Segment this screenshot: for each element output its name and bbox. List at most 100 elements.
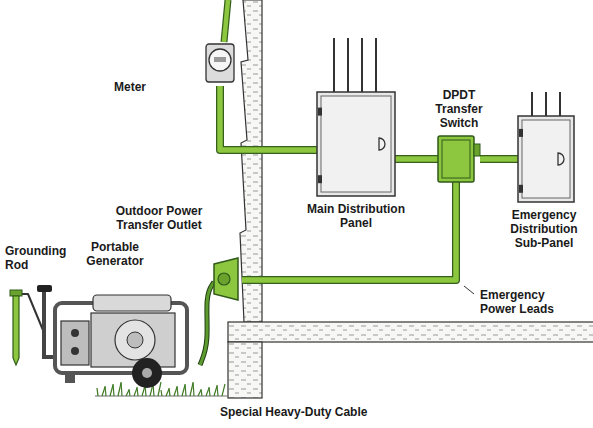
conduit-pipe: [480, 159, 518, 160]
hinge: [519, 185, 523, 193]
rod-clamp: [10, 290, 22, 296]
grass-blade: [97, 388, 98, 396]
switch-handle: [474, 144, 480, 156]
meter-node: Meter: [198, 40, 242, 86]
conduit: [361, 38, 363, 92]
service-mast: [224, 0, 228, 42]
panel-drawing: [518, 116, 574, 202]
conduit-pipe-outline: [220, 86, 317, 150]
node-label: Outdoor Power Transfer Outlet: [110, 204, 208, 232]
service-mast: [224, 0, 228, 42]
hinge: [318, 175, 322, 183]
wheel: [132, 358, 162, 388]
node-label: Meter: [100, 80, 160, 94]
wheel-hub: [142, 368, 152, 378]
node-label: Emergency Distribution Sub-Panel: [498, 208, 590, 250]
grass-blade: [113, 384, 114, 396]
grass: [97, 382, 225, 396]
grass-blade: [198, 390, 201, 396]
panel-receptacle: [71, 329, 79, 337]
grass-blade: [206, 388, 209, 396]
grass-blade: [214, 386, 217, 396]
conduit-pipe-outline: [480, 155, 518, 163]
conduit: [545, 92, 547, 116]
switch-node: DPDT Transfer Switch: [438, 136, 480, 182]
part-label: Emergency Power Leads: [478, 288, 582, 316]
conduit-pipe-fill: [395, 156, 438, 162]
rod-node: Grounding Rod: [10, 290, 22, 365]
grass-blade: [217, 385, 218, 396]
ground-rod: [13, 296, 19, 365]
grass-blade: [174, 387, 177, 396]
grass-blade: [118, 383, 121, 396]
part-label: Special Heavy-Duty Cable: [218, 405, 388, 419]
power-cable-outline: [200, 282, 214, 365]
generator-foot: [65, 371, 75, 383]
conduit-pipe: [395, 159, 438, 160]
engine-hub: [127, 332, 143, 348]
fuel-tank: [93, 295, 171, 311]
conduit-pipe-outline: [395, 155, 438, 163]
power-cable: [200, 282, 214, 365]
grass-blade: [193, 382, 194, 396]
grass-blade: [102, 387, 105, 396]
grass-blade: [158, 382, 161, 396]
generator-frame: [55, 303, 187, 373]
grass-blade: [110, 385, 113, 396]
conduit: [375, 38, 377, 92]
panel-drawing: [317, 92, 395, 196]
conduit: [347, 38, 349, 92]
hinge: [318, 108, 322, 116]
grass-blade: [222, 384, 225, 396]
outlet-box: [214, 258, 238, 300]
rod-drawing: [10, 290, 22, 365]
node-label: DPDT Transfer Switch: [428, 88, 490, 130]
conduit: [531, 92, 533, 116]
door-handle: [558, 153, 564, 165]
generator-node: Portable Generator: [35, 285, 200, 390]
node-label: Grounding Rod: [3, 244, 69, 272]
grass-blade: [121, 382, 122, 396]
handle-grip: [37, 285, 52, 292]
engine-fan: [115, 320, 155, 360]
conduit: [333, 38, 335, 92]
engine-body: [91, 313, 175, 367]
ground-wire-outline: [22, 294, 45, 335]
node-label: Main Distribution Panel: [300, 202, 412, 230]
door-handle: [379, 138, 385, 150]
grass-blade: [166, 389, 169, 396]
conduit-pipe: [220, 86, 317, 150]
foundation: [228, 342, 262, 398]
panel-node: Main Distribution Panel: [317, 92, 395, 196]
grass-blade: [185, 384, 186, 396]
grass-blade: [209, 387, 210, 396]
ground-wire: [22, 294, 45, 335]
meter-dial: [214, 57, 226, 62]
grass-blade: [190, 383, 193, 396]
grass-blade: [177, 386, 178, 396]
meter-drawing: [198, 40, 242, 86]
outlet-node: Outdoor Power Transfer Outlet: [210, 258, 242, 300]
grass-blade: [169, 388, 170, 396]
panel-door: [522, 120, 570, 198]
hinge: [519, 129, 523, 137]
meter-glass: [209, 49, 231, 71]
conduit-pipe-fill: [220, 86, 317, 150]
power-cable-fill: [200, 282, 214, 365]
switch-drawing: [438, 136, 480, 182]
panel-box: [518, 116, 574, 202]
house-wall: [240, 0, 262, 322]
panel-door: [321, 96, 391, 192]
conduit-pipe-fill: [480, 156, 518, 162]
grass-blade: [137, 387, 138, 396]
outlet-drawing: [210, 258, 242, 300]
grass-blade: [182, 385, 185, 396]
panel-receptacle: [71, 347, 79, 355]
grass-blade: [126, 390, 129, 396]
panel-node: Emergency Distribution Sub-Panel: [518, 116, 574, 202]
meter-base: [206, 44, 234, 82]
floor-slab: [228, 322, 593, 342]
conduit: [559, 92, 561, 116]
outlet-socket: [218, 273, 230, 285]
